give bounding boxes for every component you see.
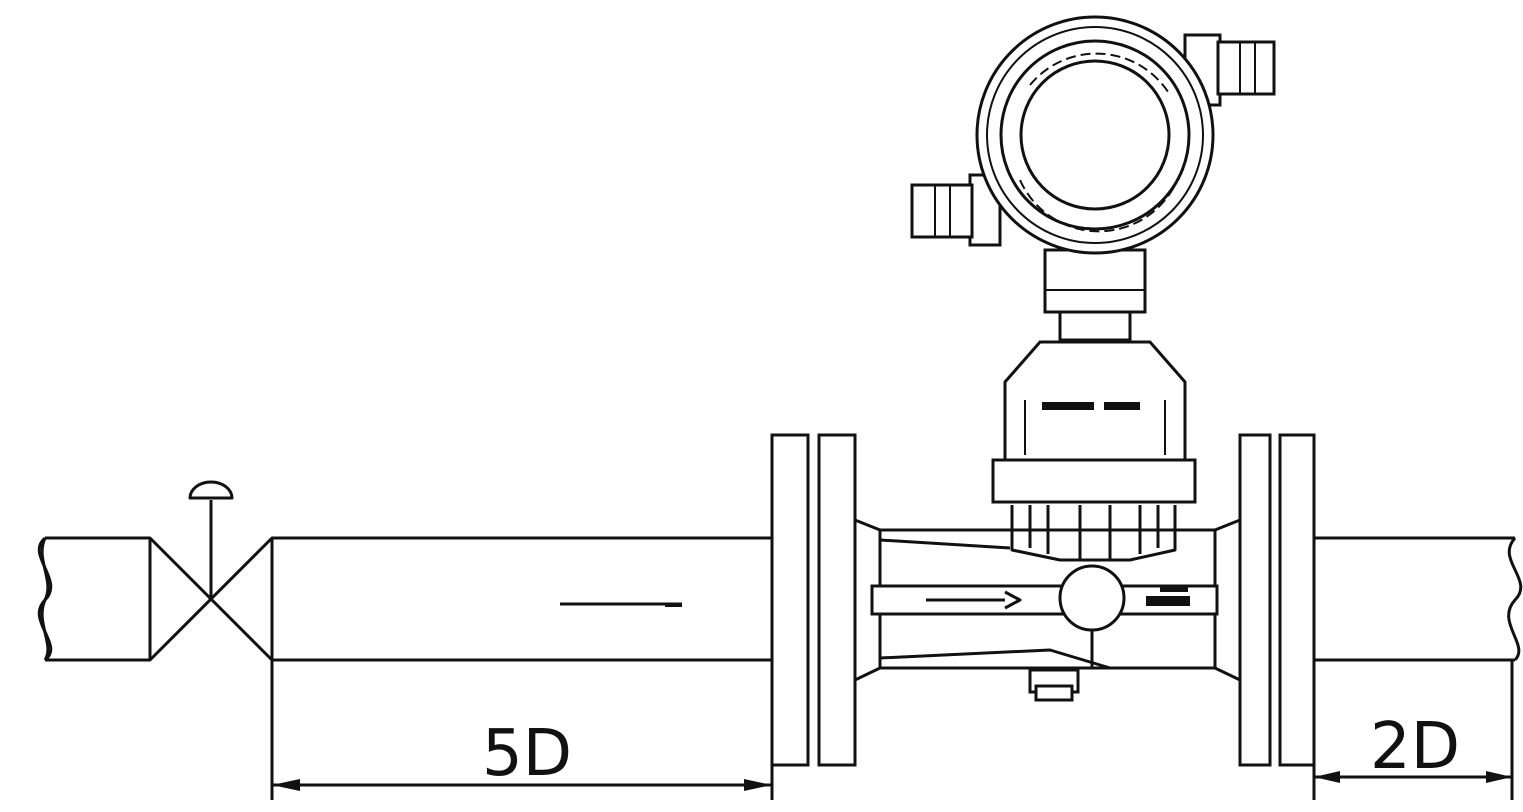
dimension-5d: 5D	[270, 660, 774, 800]
dimension-label-5d: 5D	[482, 717, 572, 791]
sensor-housing	[991, 340, 1197, 562]
right-flange-pair	[1238, 433, 1316, 767]
left-pipe-stub	[37, 536, 150, 662]
dimension-label-2d: 2D	[1370, 710, 1460, 784]
gate-valve	[148, 480, 274, 662]
upstream-pipe	[272, 536, 772, 662]
transmitter-head	[910, 15, 1276, 342]
left-flange-pair	[770, 433, 857, 767]
dimension-2d: 2D	[1312, 660, 1514, 800]
downstream-pipe	[1314, 536, 1523, 662]
meter-body	[854, 518, 1241, 702]
